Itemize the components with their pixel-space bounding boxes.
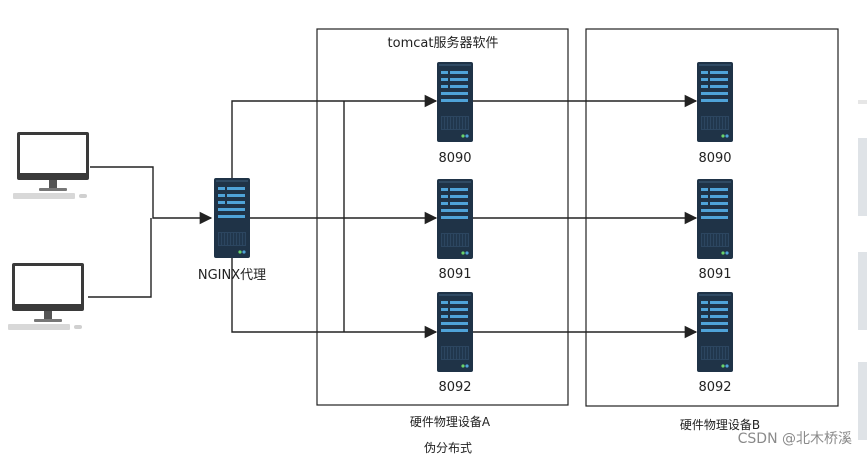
server-a-8092-label: 8092 (438, 380, 471, 395)
server-a-8092-icon (436, 291, 474, 373)
group-a-caption: 硬件物理设备A (410, 415, 491, 429)
server-a-8090-icon (436, 61, 474, 143)
client-monitor-1 (13, 132, 89, 199)
server-b-8090-label: 8090 (698, 151, 731, 166)
group-a-container (316, 28, 569, 406)
group-a-subcaption: 伪分布式 (424, 441, 472, 455)
edge-proxy-8092 (231, 256, 438, 339)
proxy-server-icon (213, 177, 251, 259)
group-b-caption: 硬件物理设备B (680, 418, 760, 432)
server-b-8091-icon (696, 178, 734, 260)
proxy-label: NGINX代理 (198, 268, 266, 283)
edge-fragment (858, 100, 867, 440)
edge-client1-proxy (90, 166, 213, 225)
server-a-8091-label: 8091 (438, 267, 471, 282)
edge-proxy-8090 (231, 94, 438, 180)
server-b-8091-label: 8091 (698, 267, 731, 282)
client-monitor-2 (8, 263, 84, 330)
server-a-8091-icon (436, 178, 474, 260)
connectors (88, 94, 698, 339)
server-b-8090-icon (696, 61, 734, 143)
group-a-title: tomcat服务器软件 (388, 35, 499, 51)
watermark: CSDN @北木桥溪 (738, 431, 852, 447)
server-b-8092-label: 8092 (698, 380, 731, 395)
edge-client2-proxy (88, 218, 152, 298)
server-b-8092-icon (696, 291, 734, 373)
server-a-8090-label: 8090 (438, 151, 471, 166)
